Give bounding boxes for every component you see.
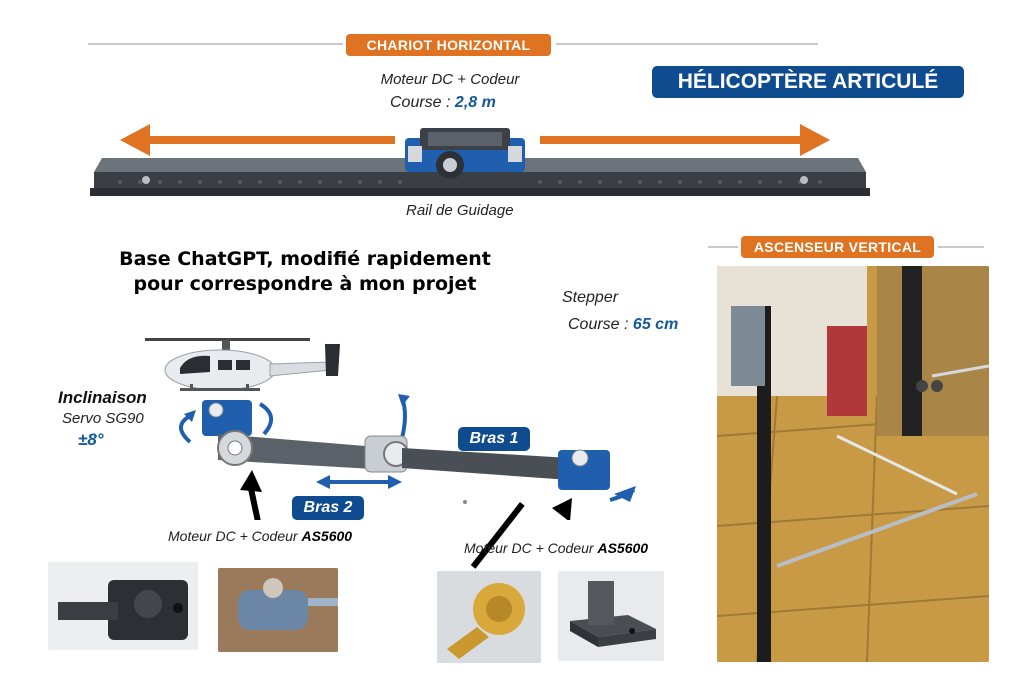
end-servo-icon [558,449,610,490]
motor-right-sensor: AS5600 [597,540,649,556]
note-line-1: Base ChatGPT, modifié rapidement [119,248,491,270]
helicopter-icon [145,338,340,391]
stepper-course: Course : 65 cm [568,316,678,334]
motor-label-right: Moteur DC + Codeur AS5600 [464,540,648,556]
motor-left-text: Moteur DC + Codeur [168,528,298,544]
arm-assembly-illustration [145,338,636,520]
motor-left-sensor: AS5600 [301,528,353,544]
section-label-chariot: CHARIOT HORIZONTAL [346,34,551,56]
servo-icon [202,400,252,436]
double-arrow-icon [316,475,402,489]
chariot-course-label: Course : [390,94,451,111]
render-yellow-part [437,571,541,663]
label-bras-2: Bras 2 [292,496,364,520]
rail-illustration [90,124,870,196]
photo-vertical-elevator [717,266,989,662]
section-label-ascenseur: ASCENSEUR VERTICAL [741,236,934,258]
motor-label-left: Moteur DC + Codeur AS5600 [168,528,352,544]
render-bracket-dark [48,562,198,650]
photo-printed-part [218,568,338,652]
arrow-left-icon [120,124,395,156]
pointer-arrow-icon [240,470,572,520]
stepper-course-label: Course : [568,316,629,333]
stepper-label: Stepper [562,289,619,306]
chariot-course-value: 2,8 m [454,94,496,111]
title-badge: HÉLICOPTÈRE ARTICULÉ [652,66,964,98]
inclinaison-angle: ±8° [78,430,104,449]
label-bras-1: Bras 1 [458,427,530,451]
motor-right-text: Moteur DC + Codeur [464,540,594,556]
rail-label: Rail de Guidage [406,202,514,219]
stepper-course-value: 65 cm [632,316,679,333]
divider-ascenseur-right [938,246,984,248]
carriage-icon [405,128,525,179]
note-line-2: pour correspondre à mon projet [133,273,477,295]
inclinaison-servo: Servo SG90 [62,410,144,427]
arrow-right-icon [540,124,830,156]
inclinaison-title: Inclinaison [58,388,147,407]
chariot-motor-label: Moteur DC + Codeur [380,71,520,88]
divider-top-left [88,43,343,45]
render-gray-bracket [558,571,664,661]
divider-top-right [556,43,818,45]
chariot-course: Course : 2,8 m [390,94,496,112]
divider-ascenseur-left [708,246,738,248]
